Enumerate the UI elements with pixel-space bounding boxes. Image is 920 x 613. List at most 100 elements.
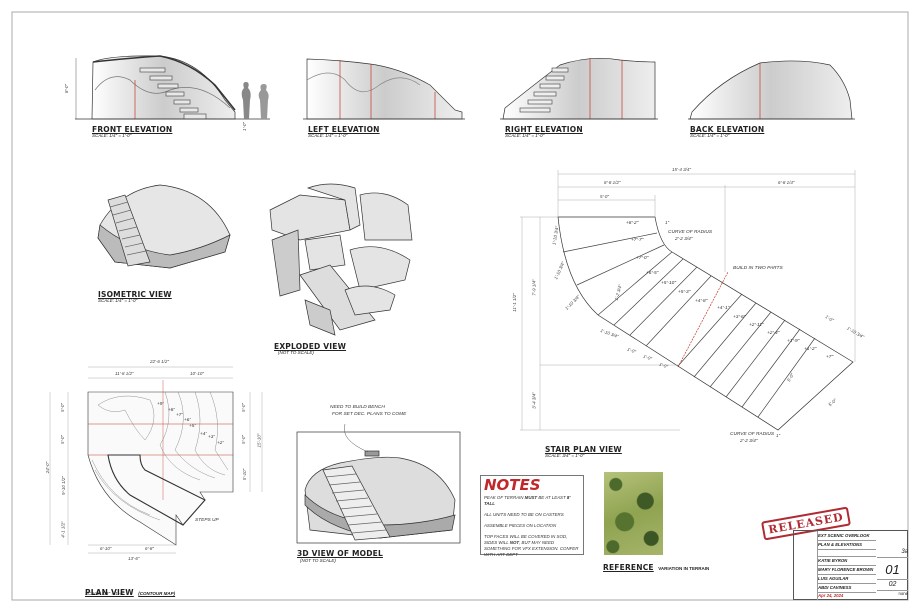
plan-dim: 5'-0" [59,435,65,444]
step-elevation: +8'-2" [626,221,639,226]
reference-title: REFERENCE [603,563,654,572]
note-item: PEAK OF TERRAIN MUST BE AT LEAST 8' TALL [484,495,571,506]
right-elevation-scale: SCALE: 1/4" = 1'-0" [505,133,545,138]
note-item: ALL UNITS NEED TO BE ON CASTERS [484,512,564,517]
right-elevation-title: RIGHT ELEVATION [505,125,583,134]
isometric-scale: SCALE: 1/4" = 1'-0" [98,298,138,303]
step-elevation: +3'-6" [733,315,746,320]
stair-dim: 11'-1 1/2" [511,293,517,312]
exploded-drawing [269,183,413,336]
step-elevation: +2'-4" [767,331,780,336]
plan-dim: 4'-1 1/2" [60,521,66,538]
dim-height: 8'-0" [63,84,69,93]
plan-dim: 5'-0" [240,435,246,444]
human-figure-icon [258,84,269,119]
title-block: EXT SCENIC OVERLOOK PLAN & ELEVATIONS KA… [793,530,908,600]
right-elevation-drawing [500,58,658,120]
left-elevation-title: LEFT ELEVATION [308,125,380,134]
plan-dim: 5'-0" [59,403,65,412]
exploded-title: EXPLODED VIEW [274,342,347,351]
back-elevation-drawing [688,60,855,120]
tb-art-director: MARY FLORENCE BROWN [818,566,876,575]
plan-view-title: PLAN VIEW [85,588,134,597]
front-elevation-title: FRONT ELEVATION [92,125,173,134]
3d-view-scale: (NOT TO SCALE) [300,558,336,563]
plan-dim: 6'-8" [145,546,154,551]
bench-icon [364,450,380,457]
plan-dim: 6'-10" [100,546,112,551]
dim-step: 1'-0" [241,122,247,131]
step-elevation: +1'-9" [787,339,800,344]
curve-note-bottom-value: 2'-2 3/4" [740,439,758,444]
tb-show: EXT SCENIC OVERLOOK [818,532,876,541]
stair-dim: 5'-0" [600,194,609,199]
stair-dim: 3'-4 3/4" [531,392,537,409]
isometric-title: ISOMETRIC VIEW [98,290,172,299]
reference-label: REFERENCE VARIATION IN TERRAIN [603,557,709,575]
contour-label: +3' [208,435,215,440]
3d-view-title: 3D VIEW OF MODEL [297,549,383,558]
plan-view-subtitle: (CONTOUR MAP) [138,591,176,596]
step-elevation: +5'-3" [678,290,691,295]
notes-box: NOTES PEAK OF TERRAIN MUST BE AT LEAST 8… [480,475,584,557]
reference-terrain-image [604,472,663,555]
step-elevation: +5'-10" [661,281,677,286]
step-elevation: +7'-7" [631,238,644,243]
bench-callout-line1: NEED TO BUILD BENCH [330,405,385,410]
tb-designer: KATIE BYRON [818,557,876,566]
step-elevation: +4'-8" [695,299,708,304]
plan-dim: 5'-0" [240,403,246,412]
contour-label: +5' [189,424,196,429]
plan-dim: 5'-10" [242,468,248,481]
curve-note-bottom: CURVE OF RADIUS [730,432,775,437]
plan-dim: 11'-8 1/2" [115,371,134,376]
back-elevation-title: BACK ELEVATION [690,125,765,134]
plan-dim: 10'-10" [190,371,204,376]
notes-heading: NOTES [484,476,541,494]
front-elevation-drawing [75,55,270,120]
tb-rev: 02 [877,581,908,591]
bench-callout-line2: FOR SET DEC. PLANS TO COME [332,412,407,417]
note-item: ASSEMBLE PIECES ON LOCATION [484,523,557,528]
contour-label: +6' [184,418,191,423]
contour-label: +9' [157,402,164,407]
tb-sheet-title: PLAN & ELEVATIONS [818,541,876,550]
tb-sheet-no: 01 [877,559,908,580]
plan-view-title-group: PLAN VIEW (CONTOUR MAP) [85,582,175,600]
stair-dim: 8'-8 1/2" [604,180,621,185]
stair-dim: 1" [665,220,670,225]
tb-drafter: LUIS AGUILAR [818,575,876,584]
plan-view-drawing [49,366,263,554]
front-elevation-scale: SCALE: 1/4" = 1'-0" [92,133,132,138]
step-elevation: +4'-1" [717,306,730,311]
reference-caption: VARIATION IN TERRAIN [658,566,710,571]
tb-set-no: 3a [877,549,908,558]
tb-date: Apr 24, 2024 [818,593,844,598]
stair-plan-scale: SCALE: 3/4" = 1'-0" [545,453,585,458]
step-elevation: +1'-2" [804,347,817,352]
stair-dim: 7'-9 1/4" [531,279,537,296]
tb-coordinator: ABDI CAVINESS [818,584,876,593]
contour-label: +2' [217,441,224,446]
left-elevation-drawing [303,58,465,120]
exploded-scale: (NOT TO SCALE) [278,350,314,355]
step-elevation: +6'-5" [646,271,659,276]
stair-plan-drawing [520,170,856,431]
plan-view-scale: SCALE: 1/4" = 1'-0" [85,591,125,596]
curve-note-top: CURVE OF RADIUS [668,230,713,235]
contour-label: +7' [176,413,183,418]
back-elevation-scale: SCALE: 1/4" = 1'-0" [690,133,730,138]
left-elevation-scale: SCALE: 1/4" = 1'-0" [308,133,348,138]
stair-plan-title: STAIR PLAN VIEW [545,445,622,454]
step-elevation: +7" [826,355,834,360]
build-two-parts-note: BUILD IN TWO PARTS [733,266,783,271]
human-figure-icon [241,82,251,119]
tb-scale: none [898,591,908,596]
steps-up-note: STEPS UP [195,518,219,523]
sheet-border [11,11,909,601]
stair-dim: 6'-8 1/4" [778,180,795,185]
curve-note-top-value: 2'-2 3/4" [675,237,693,242]
step-elevation: +7'-0" [636,256,649,261]
stair-dim: 1" [776,433,781,438]
plan-dim: 24'-0" [45,461,51,474]
